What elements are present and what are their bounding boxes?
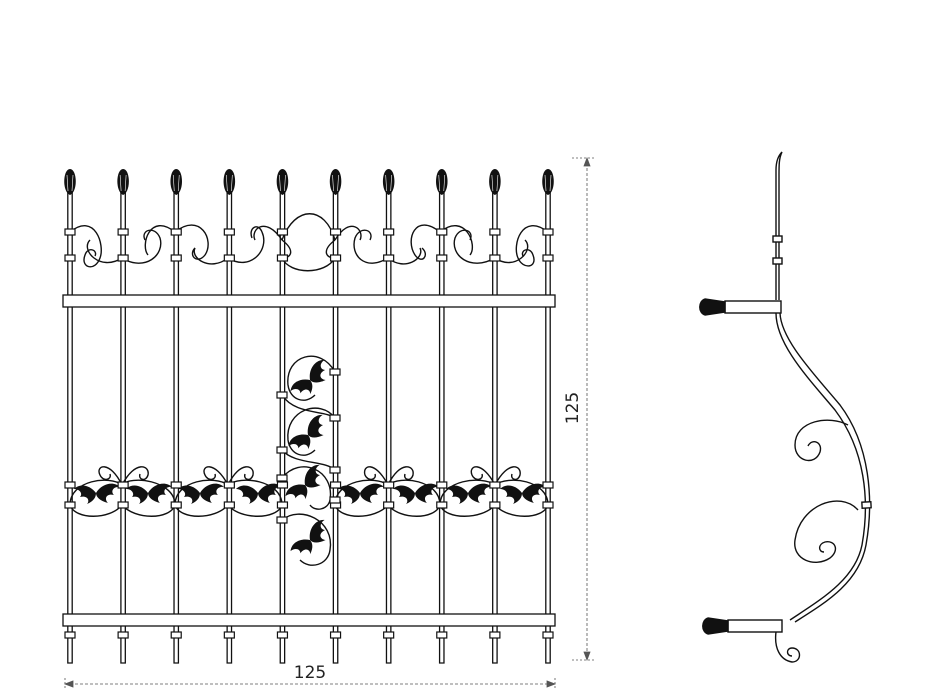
bar-collar — [170, 254, 182, 262]
height-dimension — [572, 156, 595, 662]
bar-collar — [276, 631, 289, 639]
bar-collar — [117, 501, 129, 509]
bar-collar — [276, 481, 289, 489]
width-dimension — [63, 678, 557, 690]
bar-collar — [170, 631, 182, 639]
bar-collar — [170, 481, 182, 489]
bar-collar — [329, 254, 342, 262]
spear-finials — [63, 168, 555, 196]
bar-collar — [542, 631, 554, 639]
bar-collar — [64, 481, 76, 489]
bar-collar — [489, 481, 501, 489]
center-collar — [276, 474, 288, 482]
bar-collar — [276, 501, 289, 509]
spear-finial — [117, 168, 130, 196]
bar-collar — [223, 254, 235, 262]
bar-collar — [223, 228, 235, 236]
side-upper-scroll — [794, 419, 849, 462]
bar-collar — [436, 501, 448, 509]
vertical-bar — [173, 190, 180, 664]
bar-collar — [489, 254, 501, 262]
spear-finial — [63, 168, 77, 196]
bar-collar — [542, 481, 554, 489]
spear-finial — [276, 168, 289, 196]
side-lower-scroll — [794, 500, 859, 563]
bar-collar — [64, 228, 76, 236]
side-s-curve — [775, 312, 867, 621]
bar-collar — [436, 228, 448, 236]
bar-collar — [436, 254, 448, 262]
bar-collar — [223, 481, 235, 489]
side-elevation — [699, 151, 872, 663]
bar-collar — [383, 501, 395, 509]
bar-collar — [542, 228, 554, 236]
bar-collar — [436, 631, 448, 639]
spear-finial — [435, 168, 448, 196]
vertical-bar — [279, 190, 286, 664]
vertical-bar — [226, 190, 233, 664]
vertical-bars — [67, 190, 551, 664]
bar-collar — [436, 481, 448, 489]
spear-finial — [382, 168, 395, 196]
bar-collar — [223, 501, 235, 509]
bar-collar — [117, 481, 129, 489]
bar-collar — [383, 481, 395, 489]
width-dimension-label: 125 — [294, 663, 326, 683]
vertical-bar — [492, 190, 498, 664]
center-collar — [329, 496, 341, 504]
bar-collar — [170, 228, 182, 236]
side-top-anchor — [699, 298, 726, 316]
bottom-rail — [62, 613, 556, 627]
side-bottom-anchor — [702, 617, 729, 635]
bar-collar — [117, 631, 129, 639]
bar-collar — [489, 631, 501, 639]
center-scroll-column — [281, 355, 336, 566]
bar-collar — [329, 481, 342, 489]
bar-collar — [383, 228, 395, 236]
center-collar — [329, 414, 341, 422]
bar-collar — [383, 254, 395, 262]
bar-collar — [170, 501, 182, 509]
bar-collar — [223, 631, 235, 639]
bar-collar — [64, 254, 76, 262]
front-elevation: 125 125 — [62, 156, 595, 690]
bar-collar — [276, 228, 289, 236]
side-bottom-curl — [774, 631, 801, 663]
center-collar — [329, 466, 341, 474]
spear-finial — [170, 168, 183, 196]
spear-finial — [541, 168, 555, 196]
bar-collar — [64, 501, 76, 509]
upper-scroll-frieze — [69, 213, 549, 272]
bar-collar — [542, 501, 554, 509]
vertical-bar — [385, 190, 392, 664]
spear-finial — [223, 168, 236, 196]
bar-collar — [542, 254, 554, 262]
bar-collar — [329, 228, 342, 236]
center-collar — [276, 516, 288, 524]
bar-collar — [489, 228, 501, 236]
top-rail — [62, 294, 556, 308]
center-collar — [276, 391, 288, 399]
center-collar — [276, 446, 288, 454]
side-top-bracket — [724, 300, 782, 314]
vertical-bar — [438, 190, 445, 664]
bar-collar — [329, 631, 342, 639]
bar-collar — [64, 631, 76, 639]
height-dimension-label: 125 — [563, 392, 583, 424]
bar-collar — [117, 254, 129, 262]
bar-collar — [383, 631, 395, 639]
center-collar — [329, 368, 341, 376]
side-bottom-bracket — [727, 619, 783, 633]
spear-finial — [329, 168, 342, 196]
vertical-bar — [545, 190, 551, 664]
bar-collar — [489, 501, 501, 509]
vertical-bar — [332, 190, 339, 664]
vertical-bar — [67, 190, 73, 664]
bar-collar — [276, 254, 289, 262]
bar-collar — [117, 228, 129, 236]
vertical-bar — [120, 190, 126, 664]
side-spike — [775, 151, 783, 176]
spear-finial — [488, 168, 501, 196]
